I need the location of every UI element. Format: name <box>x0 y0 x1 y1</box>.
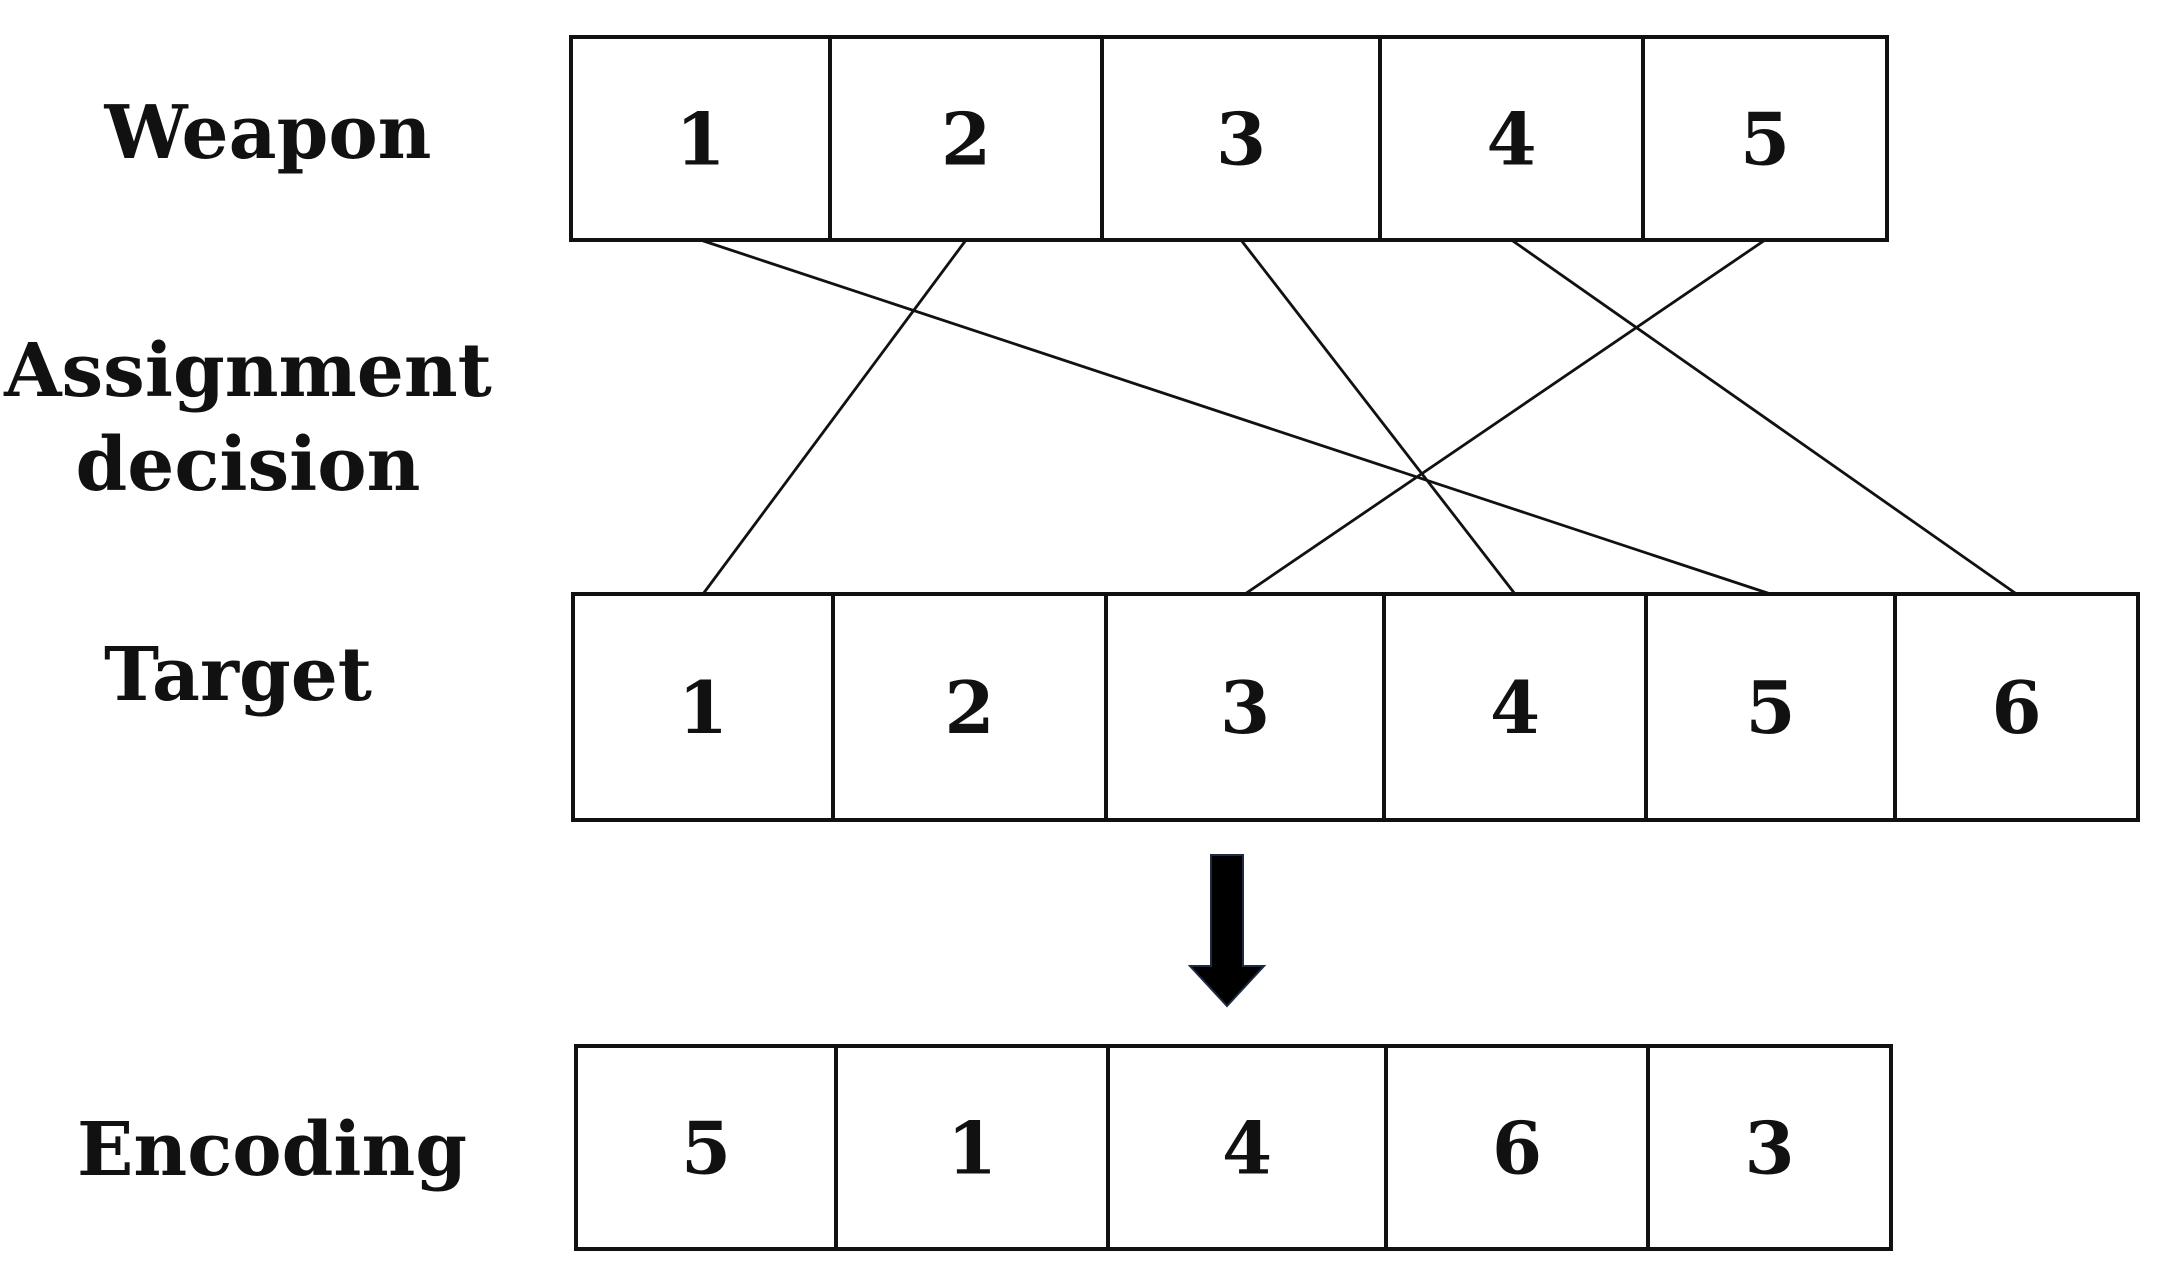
weapon-cell-2-value: 2 <box>941 97 991 182</box>
target-row-label: Target <box>104 632 372 718</box>
encoding-cell-3 <box>1106 1044 1388 1251</box>
target-cell-5 <box>1644 592 1897 822</box>
weapon-cell-3-value: 3 <box>1216 97 1266 182</box>
target-cell-2-value: 2 <box>944 665 994 750</box>
encoding-cell-1 <box>574 1044 838 1251</box>
target-cell-6-value: 6 <box>1991 665 2041 750</box>
assignment-label-line1: Assignment <box>3 328 492 414</box>
target-cell-2 <box>831 592 1108 822</box>
assignment-label-line2: decision <box>76 422 421 508</box>
weapon-cell-5 <box>1641 35 1889 242</box>
encoding-cell-4-value: 6 <box>1492 1106 1542 1191</box>
encoding-cell-5-value: 3 <box>1744 1106 1794 1191</box>
encoding-row-label: Encoding <box>77 1107 467 1193</box>
encoding-cell-2 <box>834 1044 1110 1251</box>
weapon-cell-1-value: 1 <box>675 97 725 182</box>
assignment-link-w3-t4 <box>1239 239 1517 595</box>
target-cell-4-value: 4 <box>1490 665 1540 750</box>
assignment-link-w4-t6 <box>1510 238 2018 596</box>
target-cell-1-value: 1 <box>678 665 728 750</box>
assignment-link-w5-t3 <box>1244 238 1766 596</box>
target-row: 1 2 3 4 5 6 <box>571 592 2140 822</box>
weapon-row-label: Weapon <box>103 90 431 176</box>
target-cell-4 <box>1382 592 1648 822</box>
weapon-cell-1 <box>569 35 832 242</box>
assignment-links <box>700 238 2018 596</box>
encoding-row: 5 1 4 6 3 <box>574 1044 1893 1251</box>
encoding-cell-1-value: 5 <box>681 1106 731 1191</box>
weapon-cell-5-value: 5 <box>1740 97 1790 182</box>
weapon-cell-3 <box>1100 35 1382 242</box>
encoding-cell-3-value: 4 <box>1222 1106 1272 1191</box>
weapon-cell-2 <box>828 35 1104 242</box>
weapon-row: 1 2 3 4 5 <box>569 35 1889 242</box>
target-cell-3 <box>1104 592 1386 822</box>
weapon-cell-4-value: 4 <box>1486 97 1536 182</box>
target-cell-5-value: 5 <box>1745 665 1795 750</box>
assignment-link-w2-t1 <box>701 239 968 595</box>
assignment-link-w1-t5 <box>700 238 1771 596</box>
encoding-cell-5 <box>1646 1044 1893 1251</box>
target-cell-1 <box>571 592 835 822</box>
down-arrow-icon <box>1187 854 1267 1008</box>
target-cell-6 <box>1893 592 2140 822</box>
target-cell-3-value: 3 <box>1220 665 1270 750</box>
encoding-cell-2-value: 1 <box>947 1106 997 1191</box>
